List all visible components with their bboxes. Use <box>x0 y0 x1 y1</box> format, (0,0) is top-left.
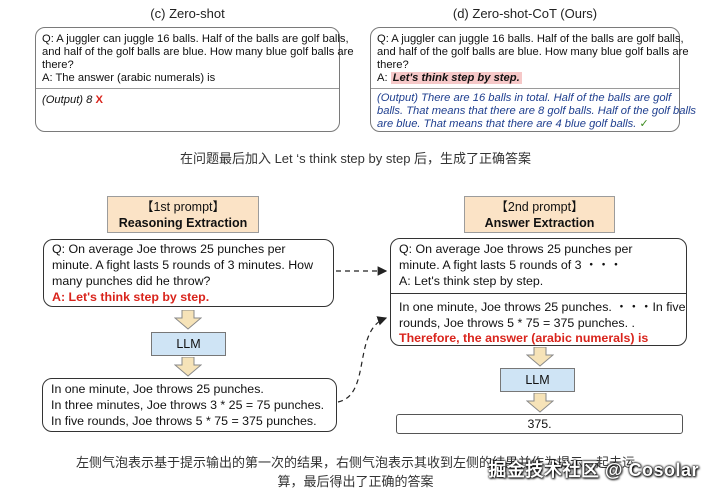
p1-trigger-line: A: Let's think step by step. <box>52 290 210 304</box>
cot-trigger-highlight: Let's think step by step. <box>390 72 522 84</box>
cot-question-line-2: and half of the golf balls are blue. How… <box>377 46 689 58</box>
p2-reasoning-line-2: rounds, Joe throws 5 * 75 = 375 punches.… <box>399 316 635 330</box>
p1-question-line-2: minute. A fight lasts 5 rounds of 3 minu… <box>52 258 314 272</box>
second-prompt-stage: Answer Extraction <box>484 216 595 230</box>
correct-check-icon: ✓ <box>639 118 649 130</box>
zero-shot-title: (c) Zero-shot <box>150 6 225 21</box>
p2-question-line-3: A: Let's think step by step. <box>399 274 544 288</box>
first-output-bubble: In one minute, Joe throws 25 punches. In… <box>42 378 337 432</box>
cot-output-line-1: (Output) There are 16 balls in total. Ha… <box>377 92 672 104</box>
zs-question-line-2: and half of the golf balls are blue. How… <box>42 46 354 58</box>
p1-output-line-3: In five rounds, Joe throws 5 * 75 = 375 … <box>51 414 317 428</box>
cot-output-line-3-text: are blue. That means that there are 4 bl… <box>377 118 637 130</box>
p2-down-arrow-2 <box>526 393 554 413</box>
second-prompt-tag: 【2nd prompt】 <box>495 200 584 214</box>
zero-shot-cot-panel: Q: A juggler can juggle 16 balls. Half o… <box>370 27 696 132</box>
p2-reasoning-line-1: In one minute, Joe throws 25 punches. ・・… <box>399 300 686 314</box>
p1-down-arrow-2 <box>174 357 202 377</box>
cot-output-line-2: balls. That means that there are 8 golf … <box>377 105 697 117</box>
first-prompt-stage: Reasoning Extraction <box>118 216 248 230</box>
second-prompt-bubble: Q: On average Joe throws 25 punches per … <box>390 238 687 346</box>
cot-answer-line: A: Let's think step by step. <box>377 72 522 86</box>
p2-divider <box>391 293 686 294</box>
p1-output-line-1: In one minute, Joe throws 25 punches. <box>51 382 264 396</box>
bottom-caption-line-1: 左侧气泡表示基于提示输出的第一次的结果，右侧气泡表示其收到左侧的结果并作为提示一… <box>75 455 635 470</box>
p2-question-line-1: Q: On average Joe throws 25 punches per <box>399 242 633 256</box>
zs-question-line-1: Q: A juggler can juggle 16 balls. Half o… <box>42 33 349 45</box>
cot-output-line-3: are blue. That means that there are 4 bl… <box>377 118 649 132</box>
final-answer-box: 375. <box>396 414 683 434</box>
zs-output-label: (Output) 8 <box>42 94 93 106</box>
zs-output: (Output) 8 X <box>42 94 103 108</box>
p2-down-arrow-1 <box>526 347 554 367</box>
bottom-caption-line-2: 算，最后得出了正确的答案 <box>277 474 434 489</box>
watermark: 掘金技术社区 @ Cosolar <box>488 460 699 480</box>
cot-question-line-1: Q: A juggler can juggle 16 balls. Half o… <box>377 33 684 45</box>
second-prompt-header: 【2nd prompt】 Answer Extraction <box>464 196 615 233</box>
p1-question-line-3: many punches did he throw? <box>52 274 211 288</box>
top-caption: 在问题最后加入 Let ‘s think step by step 后，生成了正… <box>179 151 532 166</box>
second-llm-box: LLM <box>500 368 575 392</box>
first-prompt-bubble: Q: On average Joe throws 25 punches per … <box>43 239 334 307</box>
first-llm-box: LLM <box>151 332 226 356</box>
zs-answer-line: A: The answer (arabic numerals) is <box>42 72 216 84</box>
p1-question-line-1: Q: On average Joe throws 25 punches per <box>52 242 286 256</box>
p1-down-arrow-1 <box>174 310 202 330</box>
first-prompt-header: 【1st prompt】 Reasoning Extraction <box>107 196 259 233</box>
p2-question-line-2: minute. A fight lasts 5 rounds of 3 ・・・ <box>399 258 623 272</box>
cot-answer-prefix: A: <box>377 72 388 84</box>
zero-shot-cot-title: (d) Zero-shot-CoT (Ours) <box>452 6 598 21</box>
zs-divider <box>36 88 339 89</box>
p2-answer-trigger: Therefore, the answer (arabic numerals) … <box>399 331 649 345</box>
cot-question-line-3: there? <box>377 59 409 71</box>
wrong-mark-icon: X <box>95 94 103 106</box>
zs-question-line-3: there? <box>42 59 74 71</box>
first-prompt-tag: 【1st prompt】 <box>140 200 226 214</box>
zero-shot-panel: Q: A juggler can juggle 16 balls. Half o… <box>35 27 354 132</box>
cot-divider <box>371 88 679 89</box>
output-to-prompt-dashed-arrow <box>337 316 388 403</box>
p1-output-line-2: In three minutes, Joe throws 3 * 25 = 75… <box>51 398 325 412</box>
